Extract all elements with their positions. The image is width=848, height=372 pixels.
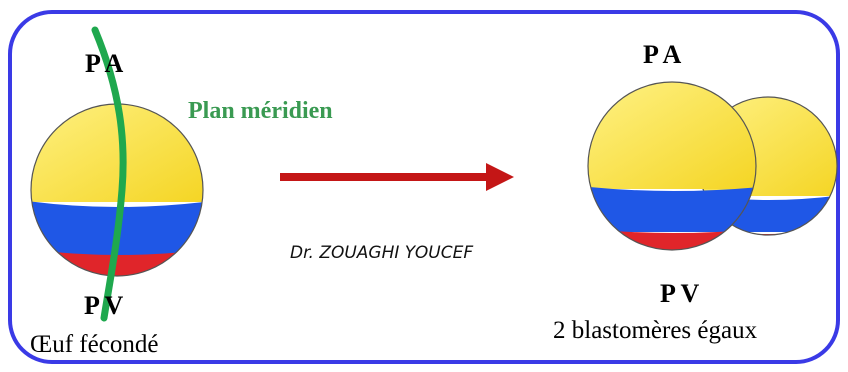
left-bottom-pole-label: P V [84,291,123,320]
left-top-pole-label: P A [85,49,124,78]
right-top-pole-label: P A [643,40,682,69]
meridian-plane-line [91,26,127,322]
plane-label: Plan méridien [188,98,333,124]
author-signature: Dr. ZOUAGHI YOUCEF [290,243,473,263]
right-caption: 2 blastomères égaux [553,317,758,344]
right-bottom-pole-label: P V [660,279,699,308]
division-arrow [280,163,514,191]
left-caption: Œuf fécondé [30,331,158,358]
